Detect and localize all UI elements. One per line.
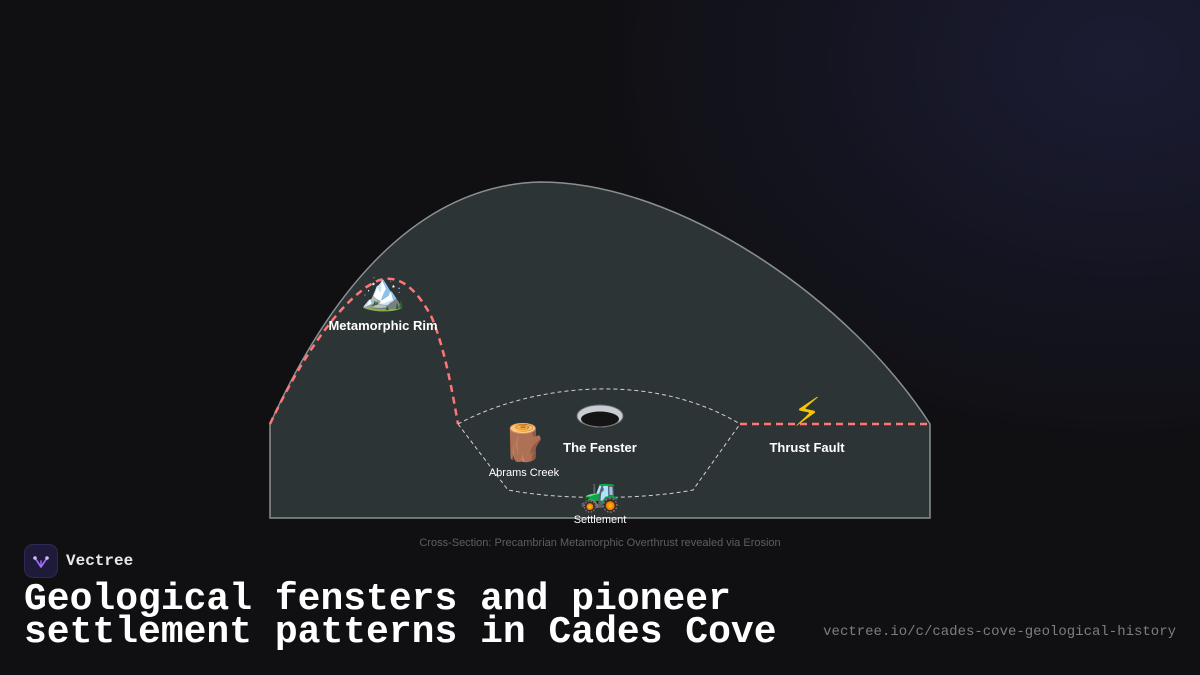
diagram-caption: Cross-Section: Precambrian Metamorphic O…	[419, 537, 780, 549]
brand[interactable]: Vectree	[24, 544, 133, 578]
thrust-fault-line-left	[268, 277, 460, 425]
source-url[interactable]: vectree.io/c/cades-cove-geological-histo…	[823, 624, 1176, 640]
mountain-cross-section	[269, 181, 931, 519]
hole-icon	[576, 404, 624, 428]
page-title: Geological fensters and pioneer settleme…	[24, 578, 777, 654]
lightning-icon: ⚡	[793, 390, 821, 436]
settlement-label: Settlement	[574, 514, 627, 526]
tractor-icon: 🚜	[580, 476, 620, 514]
vectree-logo-icon	[24, 544, 58, 578]
metamorphic-rim-label: Metamorphic Rim	[328, 318, 437, 333]
mountain-icon: 🏔️	[361, 272, 406, 313]
brand-name: Vectree	[66, 552, 134, 570]
the-fenster-label: The Fenster	[563, 440, 637, 455]
log-icon: 🪵	[502, 422, 547, 464]
fenster-window-bottom	[457, 423, 741, 498]
thrust-fault-label: Thrust Fault	[769, 440, 845, 455]
abrams-creek-label: Abrams Creek	[489, 467, 560, 479]
fenster-window-top	[457, 388, 741, 425]
